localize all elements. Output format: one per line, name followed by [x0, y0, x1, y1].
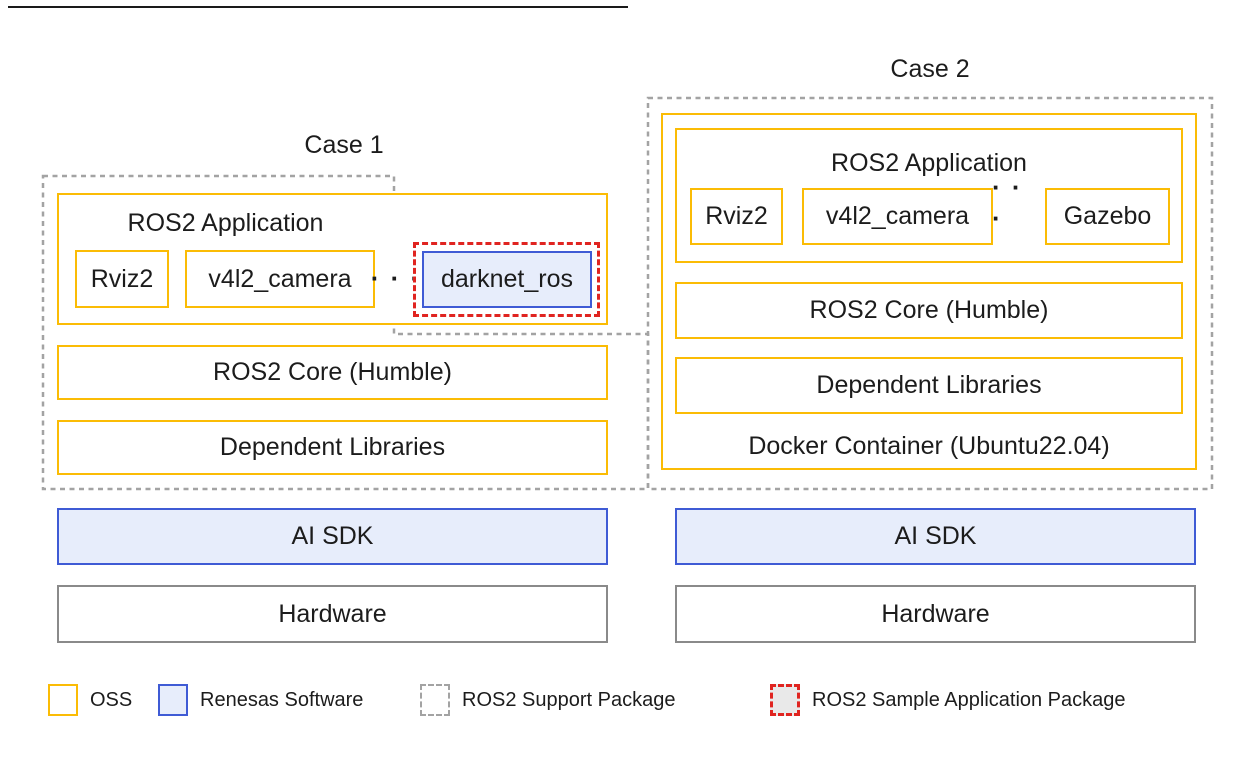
case2-node-v4l2-camera: v4l2_camera — [802, 188, 993, 245]
case1-node-darknet-ros: darknet_ros — [422, 251, 592, 308]
case2-ros2-core-box: ROS2 Core (Humble) — [675, 282, 1183, 339]
case1-ai-sdk-box: AI SDK — [57, 508, 608, 565]
legend-swatch-ros2-sample-application-package — [770, 684, 800, 716]
case1-node-rviz2: Rviz2 — [75, 250, 169, 308]
legend-swatch-ros2-support-package — [420, 684, 450, 716]
case1-sample-package-outline — [413, 242, 600, 317]
case2-title: Case 2 — [890, 54, 970, 83]
case2-node-gazebo: Gazebo — [1045, 188, 1170, 245]
legend-label-ros2-support-package: ROS2 Support Package — [462, 688, 676, 711]
legend-swatch-renesas-software — [158, 684, 188, 716]
case1-dependent-libraries-box: Dependent Libraries — [57, 420, 608, 475]
case2-hardware-box: Hardware — [675, 585, 1196, 643]
legend-label-renesas-software: Renesas Software — [200, 688, 364, 711]
top-edge-line — [8, 6, 628, 8]
case1-ellipsis-dots: · · · — [370, 262, 422, 293]
case1-hardware-box: Hardware — [57, 585, 608, 643]
legend-label-oss: OSS — [90, 688, 133, 711]
case2-node-rviz2: Rviz2 — [690, 188, 783, 245]
legend-label-ros2-sample-application-package: ROS2 Sample Application Package — [812, 688, 1126, 711]
case1-title: Case 1 — [304, 130, 384, 159]
case2-ai-sdk-box: AI SDK — [675, 508, 1196, 565]
case1-ros2-core-box: ROS2 Core (Humble) — [57, 345, 608, 400]
case2-ellipsis-dots: · · · — [992, 172, 1042, 233]
case2-docker-container-label: Docker Container (Ubuntu22.04) — [748, 431, 1110, 460]
case1-node-v4l2-camera: v4l2_camera — [185, 250, 375, 308]
legend-swatch-oss — [48, 684, 78, 716]
case2-ros2-application-label: ROS2 Application — [831, 148, 1027, 177]
case1-ros2-application-label: ROS2 Application — [127, 208, 324, 237]
case2-dependent-libraries-box: Dependent Libraries — [675, 357, 1183, 414]
